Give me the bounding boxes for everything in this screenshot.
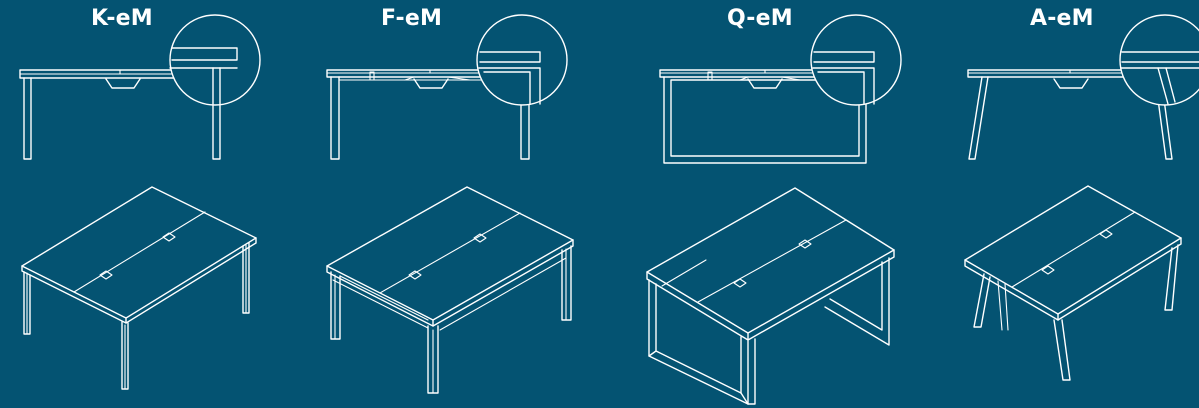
- model-label-a-em: A-eM: [1030, 6, 1094, 31]
- model-label-q-em: Q-eM: [727, 6, 793, 31]
- q-em-iso-view: [646, 187, 895, 405]
- f-em-iso-view: [326, 186, 574, 394]
- q-em-detail-callout: [810, 14, 902, 106]
- k-em-iso-view: [21, 186, 257, 390]
- model-label-f-em: F-eM: [381, 6, 443, 31]
- model-label-k-em: K-eM: [91, 6, 153, 31]
- k-em-detail-callout: [169, 14, 261, 106]
- a-em-detail-callout: [1119, 14, 1199, 106]
- q-em-side-view: [659, 69, 877, 164]
- a-em-iso-view: [964, 185, 1182, 381]
- f-em-detail-callout: [476, 14, 568, 106]
